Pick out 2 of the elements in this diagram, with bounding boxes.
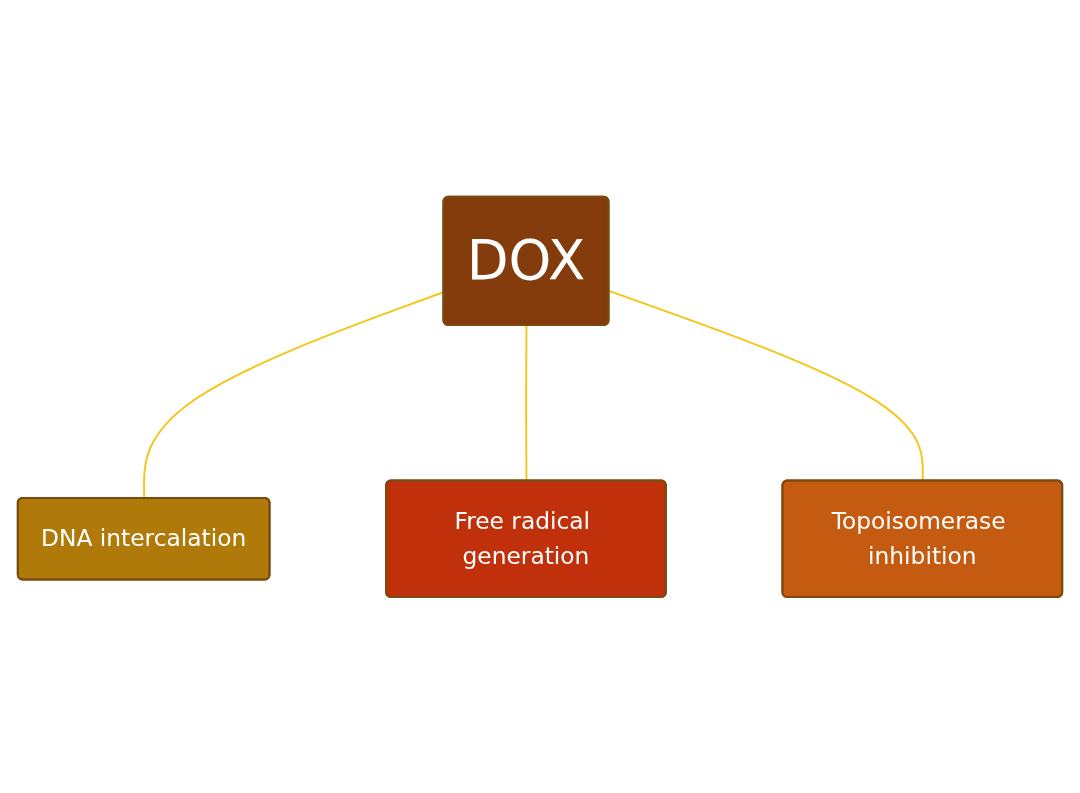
connector [525, 324, 528, 482]
connector [608, 289, 924, 482]
